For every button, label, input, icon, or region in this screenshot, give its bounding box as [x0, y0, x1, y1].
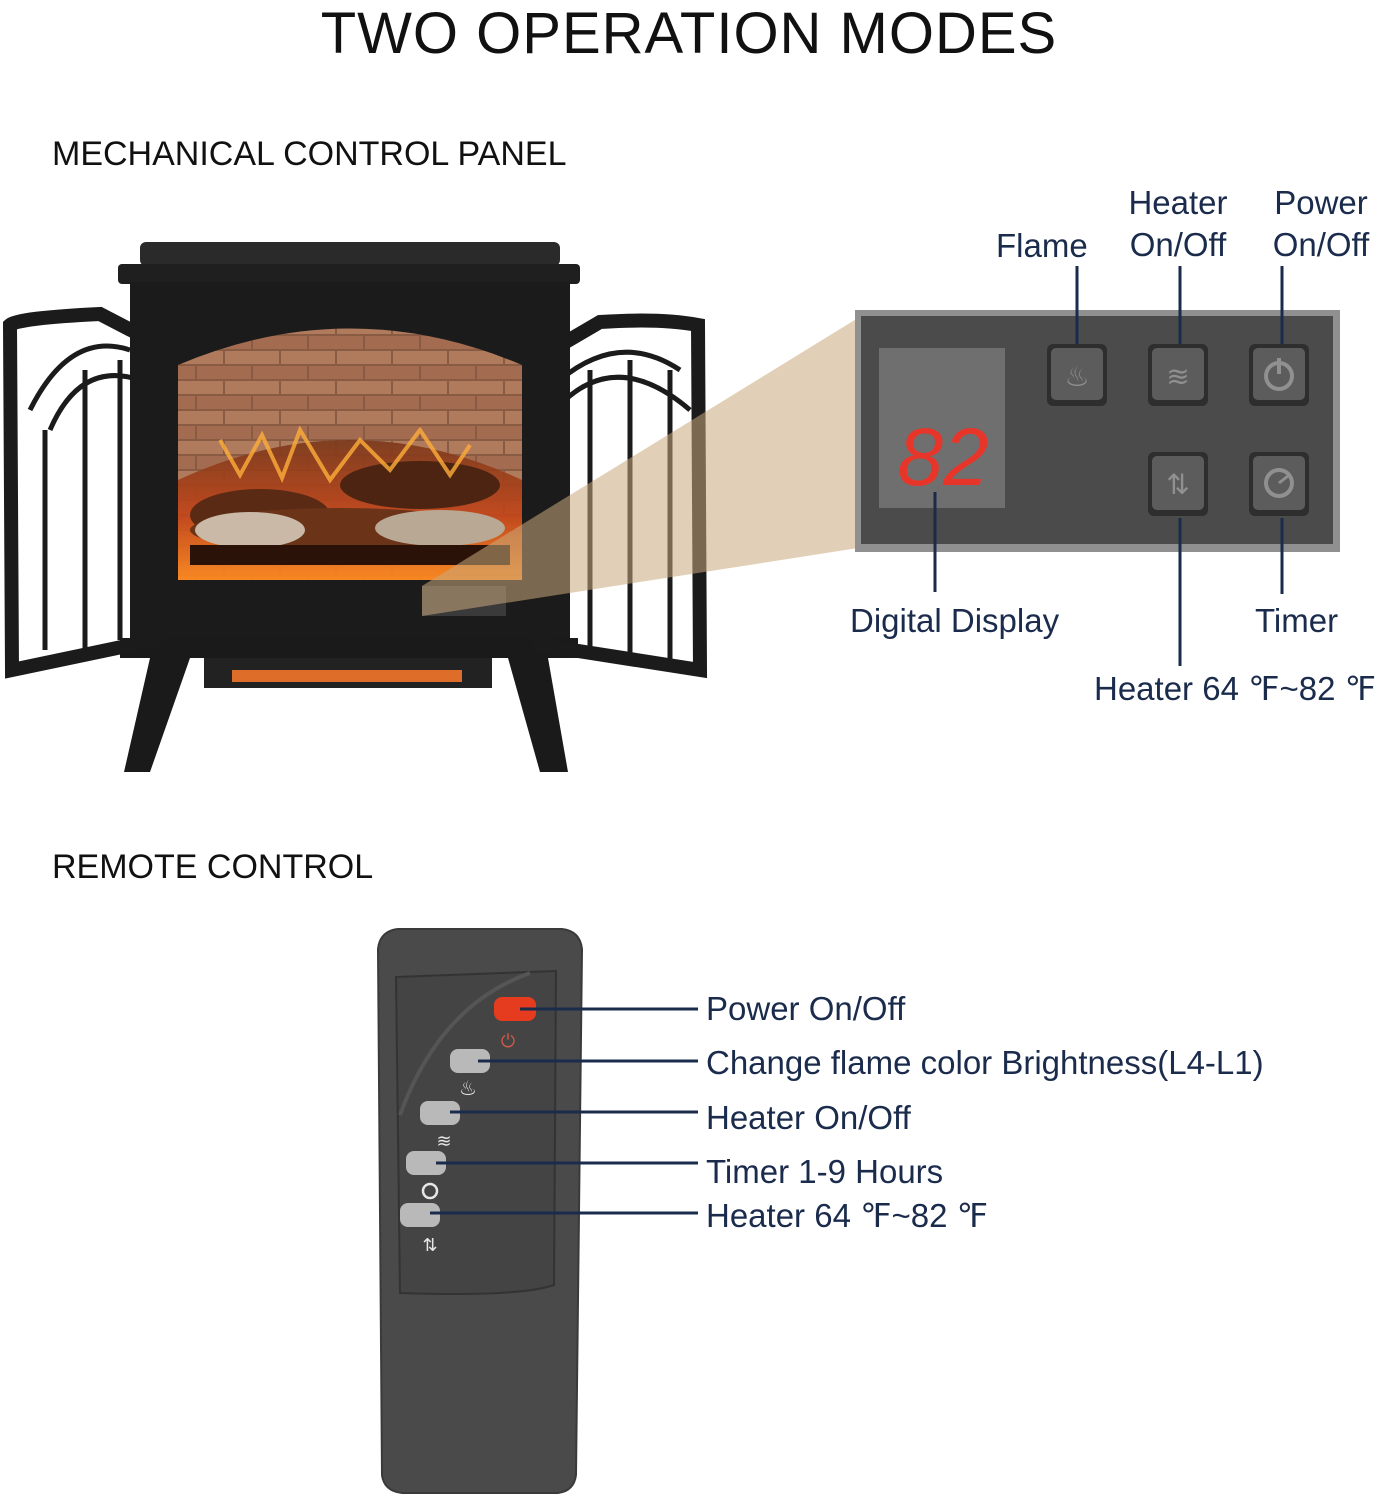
label-heater-line2: On/Off — [1129, 226, 1227, 263]
remote-label-temp: Heater 64 ℉~82 ℉ — [706, 1197, 989, 1234]
heater-button: ≋ — [1148, 344, 1208, 406]
mechanical-panel-heading: MECHANICAL CONTROL PANEL — [52, 135, 567, 173]
timer-button — [1249, 452, 1309, 516]
display-value: 82 — [897, 412, 988, 503]
remote-label-power: Power On/Off — [706, 990, 906, 1027]
remote-heater-button — [420, 1101, 460, 1125]
remote-flame-button — [450, 1049, 490, 1073]
label-power-onoff: Power On/Off — [1256, 182, 1378, 266]
remote-temperature-icon: ⇅ — [422, 1235, 437, 1255]
remote-control-heading: REMOTE CONTROL — [52, 848, 374, 886]
remote-heater-icon: ≋ — [436, 1131, 451, 1151]
fireplace-top — [140, 242, 560, 266]
svg-text:♨: ♨ — [1064, 361, 1089, 392]
label-heater-line1: Heater — [1128, 184, 1228, 221]
remote-timer-button — [406, 1151, 446, 1175]
remote-label-timer: Timer 1-9 Hours — [706, 1153, 944, 1190]
remote-label-heater: Heater On/Off — [706, 1099, 911, 1136]
svg-text:≋: ≋ — [1166, 361, 1189, 392]
page-title: TWO OPERATION MODES — [320, 1, 1058, 66]
temperature-button: ⇅ — [1148, 452, 1208, 516]
remote-timer-icon — [421, 1182, 439, 1200]
label-heater-range: Heater 64 ℉~82 ℉ — [1094, 670, 1377, 707]
label-flame: Flame — [996, 227, 1088, 264]
label-power-line2: On/Off — [1272, 226, 1370, 263]
control-panel-closeup: 82 ♨ ≋ ⇅ — [855, 310, 1340, 552]
fireplace-leg — [124, 658, 190, 772]
remote-label-flame: Change flame color Brightness(L4-L1) — [706, 1044, 1264, 1081]
power-button — [1249, 344, 1309, 406]
label-timer: Timer — [1255, 602, 1339, 639]
left-door — [2, 306, 163, 679]
remote-temperature-button — [400, 1203, 440, 1227]
remote-power-button — [494, 997, 536, 1021]
label-heater-onoff: Heater On/Off — [1110, 182, 1246, 266]
remote-flame-icon: ♨ — [459, 1078, 477, 1100]
label-digital-display: Digital Display — [850, 602, 1060, 639]
flame-button: ♨ — [1047, 344, 1107, 406]
digital-display — [879, 348, 1005, 508]
svg-text:⇅: ⇅ — [1166, 469, 1189, 500]
remote-power-icon: ⏻ — [501, 1031, 515, 1051]
label-power-line1: Power — [1274, 184, 1368, 221]
